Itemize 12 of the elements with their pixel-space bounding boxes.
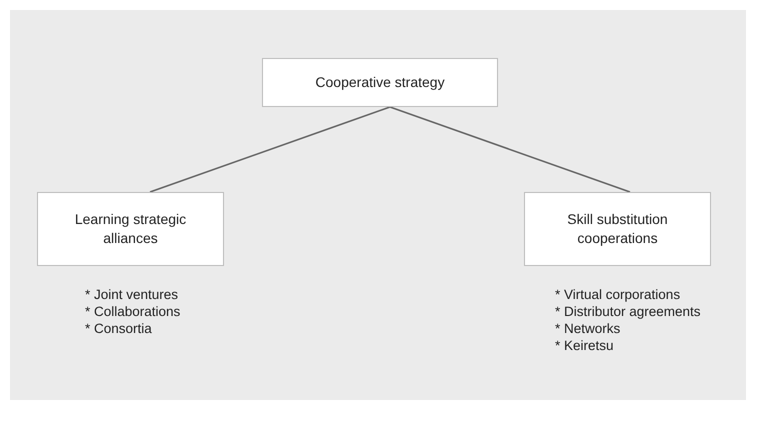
list-item: * Collaborations bbox=[85, 304, 180, 320]
connector-line bbox=[390, 106, 630, 193]
list-item: * Keiretsu bbox=[555, 338, 614, 354]
text-box: Skill substitution cooperations bbox=[524, 192, 711, 266]
list-item: * Consortia bbox=[85, 321, 152, 337]
text-box: Cooperative strategy bbox=[262, 58, 498, 107]
list-item: * Distributor agreements bbox=[555, 304, 701, 320]
connector-line bbox=[150, 106, 390, 193]
list-item: * Networks bbox=[555, 321, 620, 337]
list-item: * Virtual corporations bbox=[555, 287, 680, 303]
text-box: Learning strategic alliances bbox=[37, 192, 224, 266]
list-item: * Joint ventures bbox=[85, 287, 178, 303]
